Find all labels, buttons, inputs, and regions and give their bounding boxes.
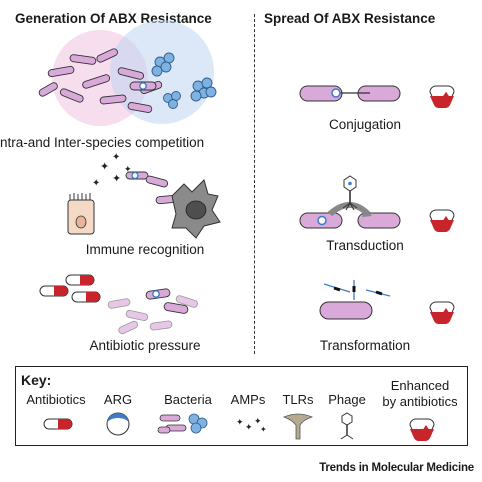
label-transduction: Transduction xyxy=(326,238,404,253)
conjugation-illustration xyxy=(299,85,401,102)
key-label-enhanced: Enhanced by antibiotics xyxy=(376,378,464,410)
star-icon: ✦ xyxy=(92,178,100,189)
key-title: Key: xyxy=(21,372,52,388)
star-icon: ✦ xyxy=(112,152,120,163)
label-competition: ntra-and Inter-species competition xyxy=(0,135,205,150)
journal-footer: Trends in Molecular Medicine xyxy=(319,462,474,474)
free-dna xyxy=(323,280,391,300)
key-icons: ✦ ✦ ✦ ✦ xyxy=(43,412,435,441)
recipient-bacterium xyxy=(357,212,401,229)
key-label-enhanced-line2: by antibiotics xyxy=(382,394,458,409)
antibiotic-pill xyxy=(65,274,95,286)
label-conjugation: Conjugation xyxy=(328,117,402,132)
svg-text:✦: ✦ xyxy=(254,416,262,426)
label-transformation: Transformation xyxy=(319,338,411,353)
key-phage-icon xyxy=(340,412,354,440)
bacterium xyxy=(127,102,153,113)
key-antibiotic-icon xyxy=(43,418,73,430)
enhanced-icon xyxy=(429,301,455,324)
key-label-antibiotics: Antibiotics xyxy=(26,392,86,407)
transfer-arrow xyxy=(327,202,371,217)
key-bacteria-icon xyxy=(157,413,208,434)
enhanced-icon xyxy=(429,209,455,232)
key-label-phage: Phage xyxy=(328,392,366,407)
svg-text:✦: ✦ xyxy=(245,422,253,432)
label-immune: Immune recognition xyxy=(85,242,205,257)
star-icon: ✦ xyxy=(100,161,109,173)
star-icon: ✦ xyxy=(112,173,121,185)
key-label-amps: AMPs xyxy=(230,392,266,407)
key-label-arg: ARG xyxy=(103,392,133,407)
tlr-icon xyxy=(282,413,314,440)
key-arg-icon xyxy=(106,412,130,436)
bacterium xyxy=(38,82,58,97)
arg-plasmid xyxy=(331,88,341,98)
star-icon: ✦ xyxy=(124,164,132,174)
bacterium xyxy=(59,88,84,103)
pressure-bacteria-faded xyxy=(107,295,198,335)
arg-plasmid xyxy=(317,215,327,226)
transformation-illustration xyxy=(319,280,391,320)
svg-text:✦: ✦ xyxy=(236,417,244,427)
phage-icon xyxy=(342,175,358,211)
macrophage-icon xyxy=(171,179,221,239)
bacterium xyxy=(117,67,145,80)
key-enhanced-icon xyxy=(409,418,435,441)
bacterium xyxy=(96,48,118,63)
svg-text:✦: ✦ xyxy=(260,425,267,434)
recipient-bacterium xyxy=(319,301,373,320)
cocci-cluster-3 xyxy=(163,91,181,109)
bacterium xyxy=(145,175,169,188)
key-label-enhanced-line1: Enhanced xyxy=(390,378,450,393)
bacterium xyxy=(99,94,127,105)
arg-plasmid xyxy=(152,290,160,298)
bacterium xyxy=(163,302,189,314)
antibiotic-pill xyxy=(71,291,101,303)
bacterium xyxy=(69,54,97,65)
epithelial-cell-icon xyxy=(67,193,95,235)
antibiotic-pill xyxy=(39,285,69,297)
key-amps-icon: ✦ ✦ ✦ ✦ xyxy=(236,416,267,434)
right-header: Spread Of ABX Resistance xyxy=(264,11,436,26)
key-box: Key: Antibiotics ARG Bacteria AMPs TLRs … xyxy=(15,366,468,446)
arg-plasmid xyxy=(131,171,139,180)
bacterium xyxy=(47,65,75,78)
transduction-illustration xyxy=(299,175,401,229)
key-label-tlrs: TLRs xyxy=(282,392,314,407)
key-label-bacteria: Bacteria xyxy=(164,392,212,407)
cocci-cluster-1 xyxy=(151,52,175,77)
antibiotic-pills xyxy=(39,274,101,303)
section-divider xyxy=(254,14,255,354)
cocci-cluster-2 xyxy=(190,77,217,102)
enhanced-icon xyxy=(429,85,455,108)
label-pressure: Antibiotic pressure xyxy=(89,338,201,353)
arg-plasmid xyxy=(139,82,147,90)
amps-stars: ✦ ✦ ✦ ✦ ✦ xyxy=(92,152,132,189)
bacterium xyxy=(82,74,111,89)
